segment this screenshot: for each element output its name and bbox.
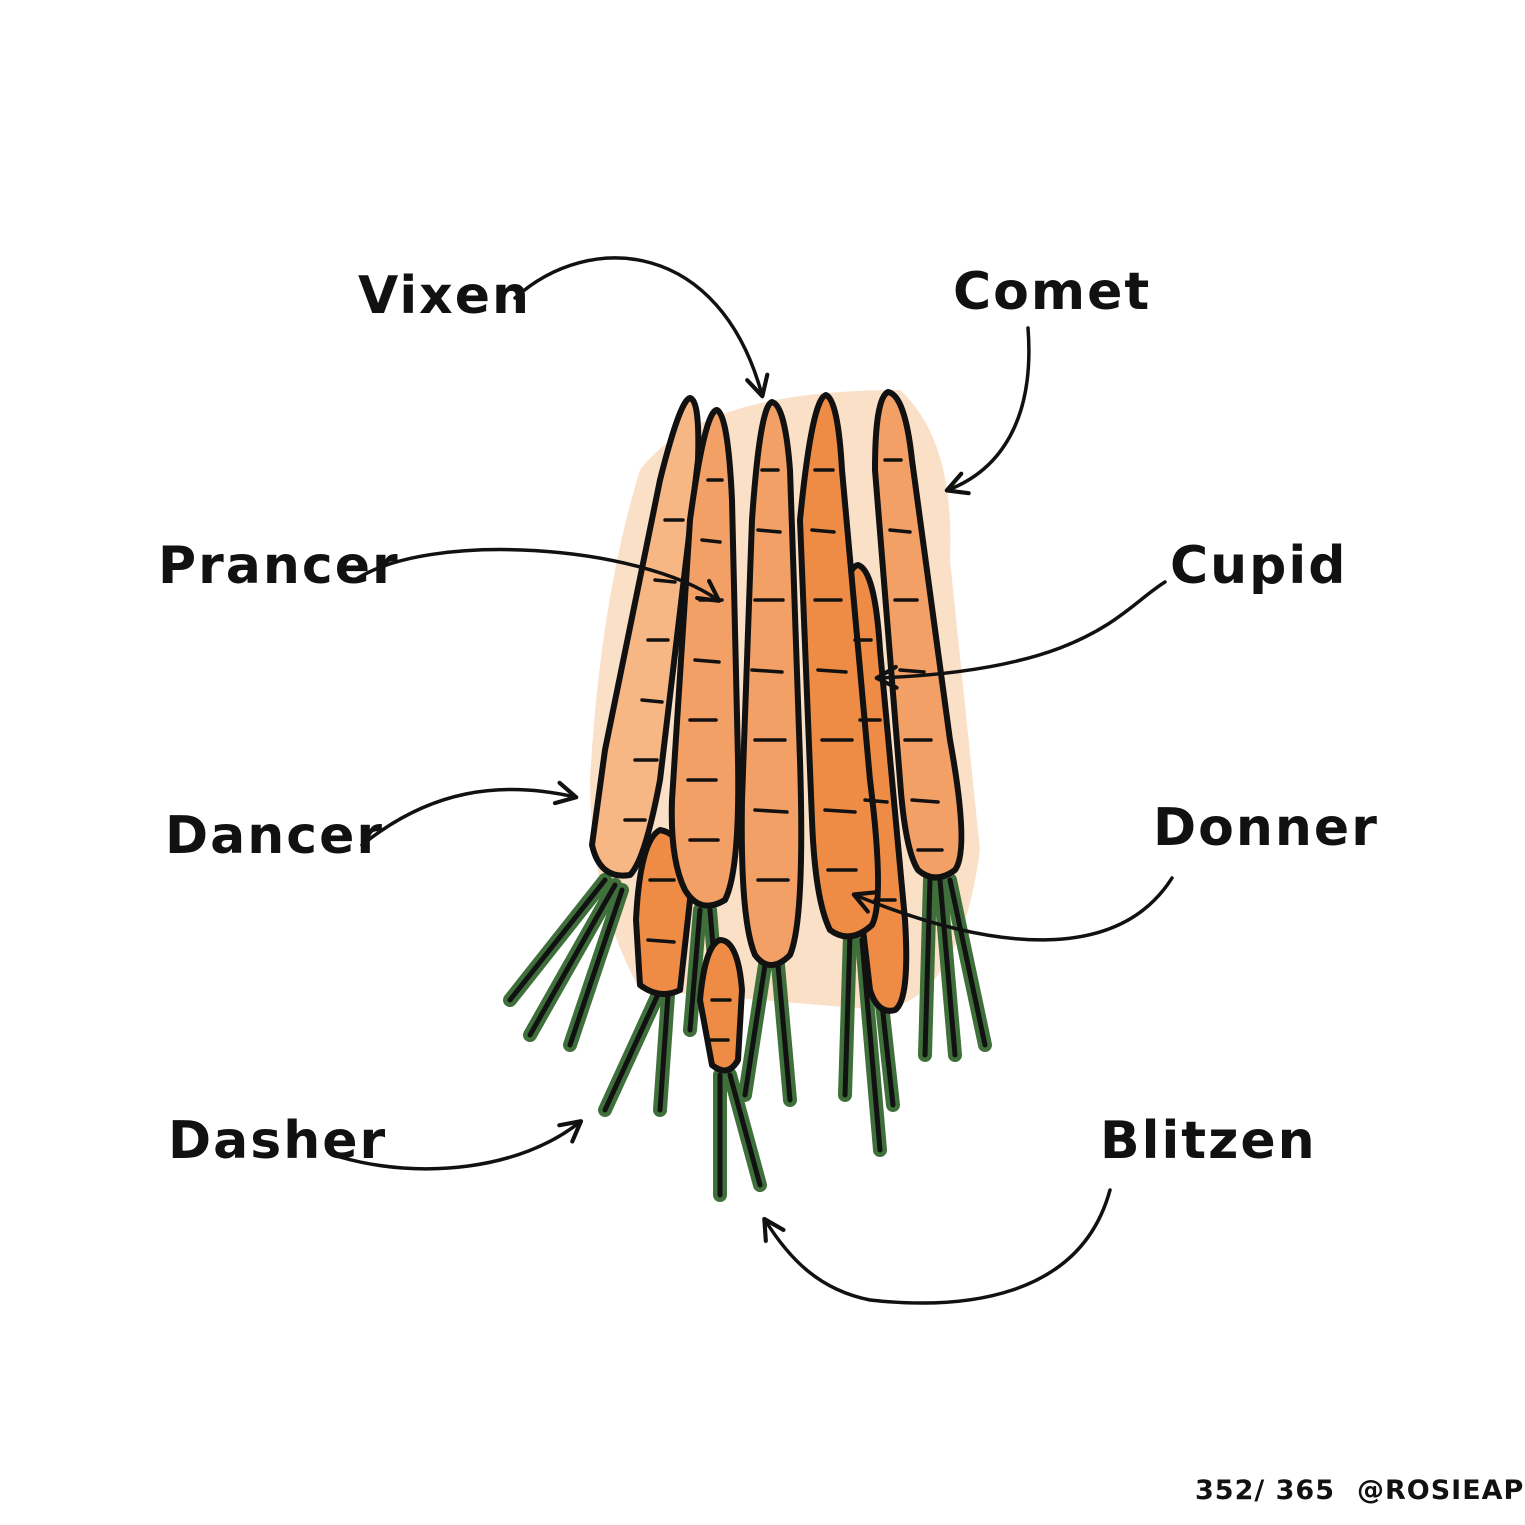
carrot-comet — [872, 389, 965, 881]
label-donner: Donner — [1153, 798, 1379, 858]
arrow-cupid — [874, 580, 1167, 690]
carrot-dancer — [589, 395, 702, 879]
arrow-dasher — [338, 1119, 584, 1171]
label-dasher: Dasher — [168, 1111, 388, 1171]
carrot-ridges — [623, 458, 944, 1042]
artist-handle: @ROSIEAPPS — [1356, 1475, 1525, 1506]
day-counter: 352/ 365 — [1195, 1475, 1335, 1506]
label-dancer: Dancer — [165, 806, 385, 866]
arrow-comet — [944, 326, 1031, 496]
arrow-prancer — [353, 547, 722, 603]
label-vixen: Vixen — [358, 266, 531, 326]
carrot-greens — [503, 873, 992, 1202]
arrow-donner — [851, 876, 1174, 942]
carrot-vixen — [738, 399, 805, 968]
label-cupid: Cupid — [1170, 536, 1348, 596]
signature: 352/ 365 @ROSIEAPPS — [1195, 1475, 1525, 1506]
arrow-blitzen — [762, 1188, 1112, 1305]
label-blitzen: Blitzen — [1100, 1111, 1317, 1171]
carrot-blitzen — [697, 937, 745, 1074]
arrows — [338, 256, 1174, 1305]
arrow-dancer — [360, 780, 579, 847]
label-comet: Comet — [953, 262, 1152, 322]
arrow-vixen — [513, 256, 770, 399]
label-prancer: Prancer — [158, 536, 400, 596]
